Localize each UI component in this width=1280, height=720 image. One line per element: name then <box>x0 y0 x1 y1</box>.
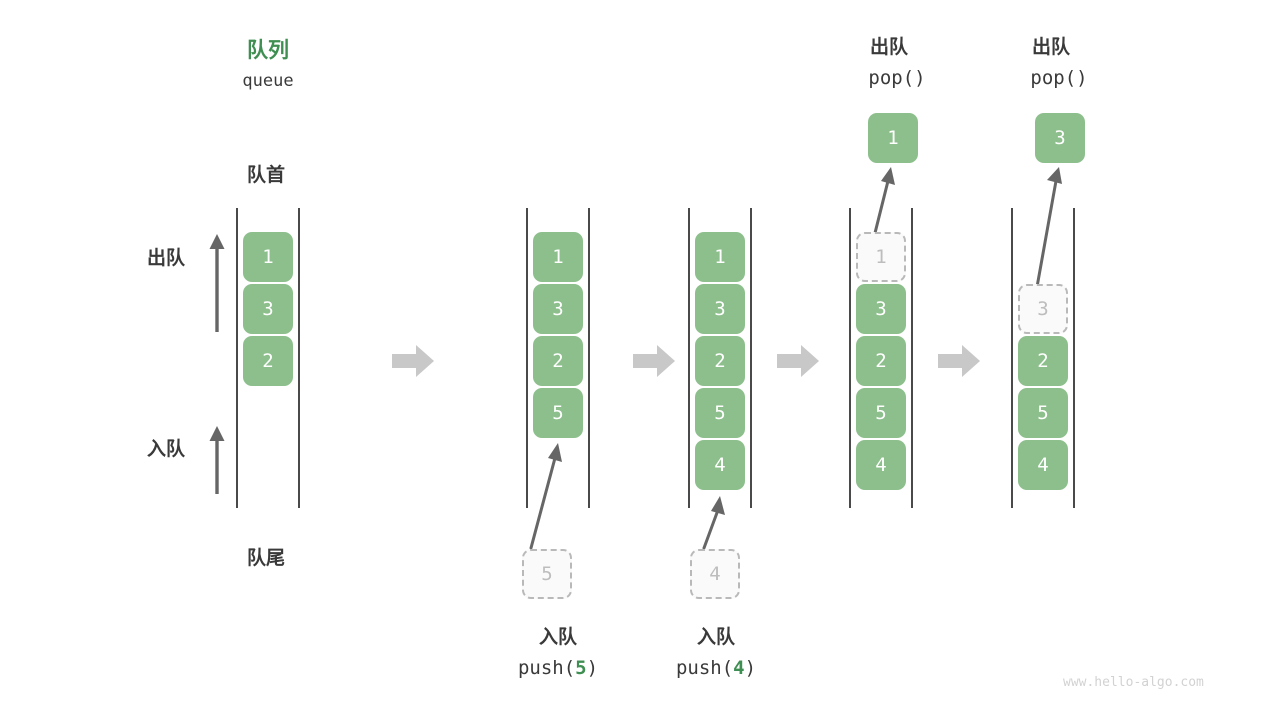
push-op-label: 入队 <box>538 627 578 648</box>
transition-arrow-icon <box>633 344 675 378</box>
pop-op-code: pop() <box>1030 67 1087 89</box>
transition-arrow-icon <box>938 344 980 378</box>
pop-op-code-suffix: ) <box>1076 67 1088 89</box>
queue-element: 3 <box>533 284 583 334</box>
queue-rail-left <box>849 208 851 508</box>
pop-op-label: 出队 <box>869 37 909 58</box>
queue-rail-right <box>750 208 752 508</box>
queue-rail-left <box>1011 208 1013 508</box>
dequeue-direction-arrow-icon <box>208 232 226 332</box>
queue-element: 4 <box>856 440 906 490</box>
push-op-code-suffix: ) <box>744 657 757 679</box>
queue-element-new: 5 <box>533 388 583 438</box>
queue-element: 1 <box>695 232 745 282</box>
front-label: 队首 <box>246 165 286 186</box>
pop-arrow-icon <box>855 163 905 235</box>
dequeue-direction-label: 出队 <box>147 248 186 269</box>
queue-element: 4 <box>1018 440 1068 490</box>
queue-rail-left <box>526 208 528 508</box>
push-op-code-arg: 5 <box>575 657 587 679</box>
queue-element: 5 <box>1018 388 1068 438</box>
queue-element: 1 <box>243 232 293 282</box>
push-arrow-icon <box>520 438 570 550</box>
transition-arrow-icon <box>392 344 434 378</box>
queue-element: 5 <box>856 388 906 438</box>
push-op-code-arg: 4 <box>733 657 745 679</box>
push-op-code-prefix: push( <box>675 657 734 679</box>
queue-element: 1 <box>533 232 583 282</box>
queue-rail-right <box>588 208 590 508</box>
queue-rail-left <box>236 208 238 508</box>
push-op-code-suffix: ) <box>586 657 599 679</box>
enqueue-direction-label: 入队 <box>147 439 186 460</box>
queue-rail-left <box>688 208 690 508</box>
pop-op-code-prefix: pop( <box>1030 67 1077 89</box>
diagram-title-en: queue <box>242 71 294 91</box>
queue-rail-right <box>298 208 300 508</box>
rear-label: 队尾 <box>246 548 286 569</box>
queue-element: 2 <box>533 336 583 386</box>
queue-element: 2 <box>243 336 293 386</box>
enqueue-direction-arrow-icon <box>208 424 226 494</box>
popped-element: 3 <box>1035 113 1085 163</box>
pop-op-code: pop() <box>868 67 925 89</box>
pop-arrow-icon <box>1018 163 1074 289</box>
watermark: www.hello-algo.com <box>1063 675 1204 690</box>
queue-element: 2 <box>1018 336 1068 386</box>
queue-element-new: 4 <box>695 440 745 490</box>
push-op-code-prefix: push( <box>517 657 576 679</box>
queue-element: 2 <box>695 336 745 386</box>
queue-element: 2 <box>856 336 906 386</box>
push-op-label: 入队 <box>696 627 736 648</box>
push-arrow-icon <box>690 492 738 550</box>
push-op-code: push(4) <box>676 657 756 679</box>
queue-element: 3 <box>243 284 293 334</box>
popped-ghost-element: 1 <box>856 232 906 282</box>
push-op-code: push(5) <box>518 657 598 679</box>
queue-rail-right <box>911 208 913 508</box>
transition-arrow-icon <box>777 344 819 378</box>
popped-ghost-element: 3 <box>1018 284 1068 334</box>
diagram-title-cn: 队列 <box>247 39 289 62</box>
push-ghost-element: 5 <box>522 549 572 599</box>
queue-element: 5 <box>695 388 745 438</box>
pop-op-label: 出队 <box>1031 37 1071 58</box>
queue-element: 3 <box>695 284 745 334</box>
push-ghost-element: 4 <box>690 549 740 599</box>
popped-element: 1 <box>868 113 918 163</box>
pop-op-code-suffix: ) <box>914 67 926 89</box>
queue-rail-right <box>1073 208 1075 508</box>
queue-element: 3 <box>856 284 906 334</box>
pop-op-code-prefix: pop( <box>868 67 915 89</box>
